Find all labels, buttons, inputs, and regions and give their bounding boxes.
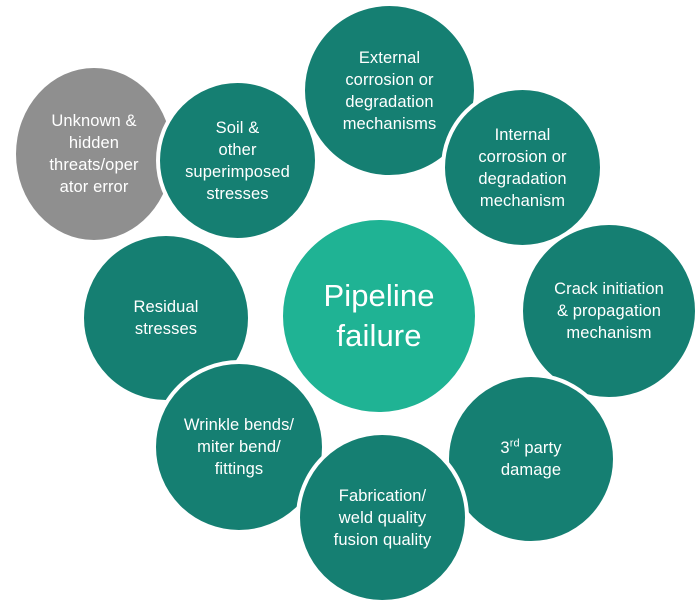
node-label-line: Internal [494,125,551,144]
node-label-line: fusion quality [333,530,432,549]
node-label-line: threats/oper [49,156,139,174]
node-label-line: weld quality [338,508,427,527]
node-fabrication-weld-quality: Fabrication/ weld quality fusion quality [296,431,469,604]
node-label-line: fittings [214,460,264,478]
node-label-line: Soil & [215,118,260,137]
node-label-line: External [358,48,421,67]
node-label-line: degradation [478,169,567,188]
node-label-line: other [218,140,257,159]
node-label-line: Fabrication/ [338,486,427,505]
node-label-line: Crack initiation [554,280,664,298]
node-label-line: Unknown & [51,112,137,130]
node-crack-initiation: Crack initiation & propagation mechanism [519,221,699,401]
node-label-line: Residual [133,298,199,316]
center-label-line: Pipeline [323,278,435,313]
ordinal-number: 3 [500,439,510,457]
node-soil-superimposed-stresses: Soil & other superimposed stresses [156,79,319,242]
node-label-line: 3rd party [500,437,562,457]
node-label-line: corrosion or [478,147,567,166]
node-label-line: stresses [206,184,269,203]
node-label-line: mechanisms [342,114,437,133]
node-label-line: ator error [59,178,129,196]
node-label-line: superimposed [185,162,290,181]
node-label-line: hidden [68,134,120,152]
node-label-line: degradation [345,92,434,111]
node-label-line: stresses [134,320,198,338]
node-label-line: Wrinkle bends/ [183,416,295,434]
node-unknown-hidden-threats: Unknown & hidden threats/oper ator error [12,64,176,244]
node-internal-corrosion: Internal corrosion or degradation mechan… [441,86,604,249]
node-external-corrosion: External corrosion or degradation mechan… [301,2,478,179]
node-label-line: corrosion or [345,70,434,89]
center-node-pipeline-failure: Pipeline failure [279,216,479,416]
node-label-line: mechanism [566,324,652,342]
node-label-line: mechanism [479,191,566,210]
center-label-line: failure [336,318,422,353]
node-label-text: party [519,439,562,457]
node-label-line: miter bend/ [197,438,281,456]
node-label-line: & propagation [556,302,662,320]
node-third-party-damage: 3rd party damage [445,373,617,545]
ordinal-suffix: rd [509,437,520,450]
node-label-line: damage [500,461,562,479]
